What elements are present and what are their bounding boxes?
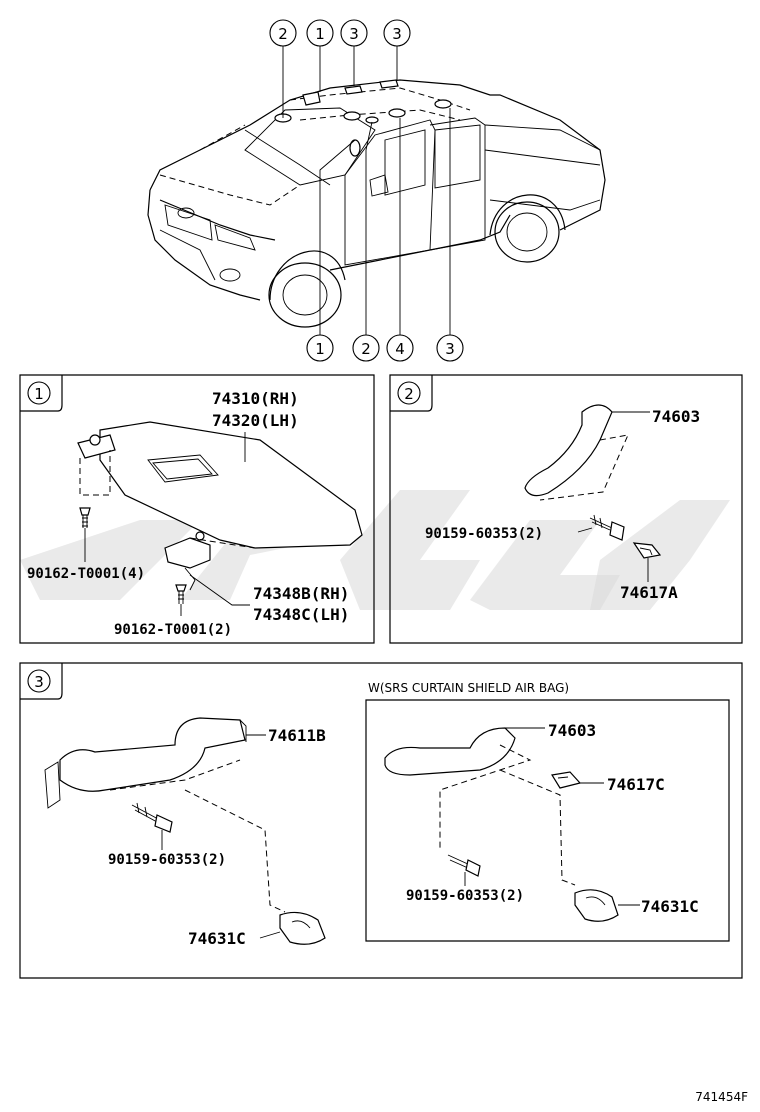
part-grip: 74603 bbox=[652, 407, 700, 426]
truck-callouts-top: 2 1 3 3 bbox=[269, 19, 411, 47]
callout-bottom-3: 4 bbox=[395, 340, 405, 358]
part-sub-screw: 90159-60353(2) bbox=[406, 888, 524, 904]
part-holder-rh: 74348B(RH) bbox=[253, 584, 349, 603]
callout-top-4: 3 bbox=[392, 25, 402, 43]
callout-bottom-2: 2 bbox=[361, 340, 371, 358]
part-sub-cap: 74617C bbox=[607, 775, 665, 794]
part-screw-b: 90162-T0001(2) bbox=[114, 622, 232, 638]
part-sub-clip: 74631C bbox=[641, 897, 699, 916]
panel-2-assist-grip: 2 74603 90159-60353(2) 74617A bbox=[389, 374, 743, 644]
part-visor-rh: 74310(RH) bbox=[212, 389, 299, 408]
sun-visor bbox=[99, 421, 363, 549]
callout-top-1: 2 bbox=[278, 25, 288, 43]
truck-illustration bbox=[147, 46, 606, 335]
screw-icon-2 bbox=[175, 584, 187, 604]
part-grip-3: 74611B bbox=[268, 726, 326, 745]
panel-3-index: 3 bbox=[34, 673, 44, 691]
part-visor-lh: 74320(LH) bbox=[212, 411, 299, 430]
panel-1-index: 1 bbox=[34, 385, 44, 403]
bolt-icon-sub bbox=[447, 854, 481, 877]
assist-grip bbox=[524, 404, 613, 497]
callout-bottom-1: 1 bbox=[315, 340, 325, 358]
screw-icon bbox=[79, 507, 91, 528]
part-sub-grip: 74603 bbox=[548, 721, 596, 740]
assist-grip-sub bbox=[384, 727, 516, 776]
callout-bottom-4: 3 bbox=[445, 340, 455, 358]
cap-icon bbox=[632, 542, 662, 559]
callout-top-3: 3 bbox=[349, 25, 359, 43]
clip-icon-sub bbox=[574, 889, 619, 922]
clip-icon bbox=[279, 911, 326, 945]
panel-3-assist-grip: 3 74611B 90159-60353(2) 74631C W(SRS CUR… bbox=[19, 662, 743, 979]
part-grip-screw-3: 90159-60353(2) bbox=[108, 852, 226, 868]
part-clip-3: 74631C bbox=[188, 929, 246, 948]
truck-callouts-bottom: 1 2 4 3 bbox=[306, 334, 464, 362]
bolt-icon bbox=[589, 514, 625, 541]
diagram-code: 741454F bbox=[695, 1090, 748, 1104]
sub-box-note: W(SRS CURTAIN SHIELD AIR BAG) bbox=[368, 681, 569, 695]
cap-icon-sub bbox=[551, 771, 582, 789]
part-holder-lh: 74348C(LH) bbox=[253, 605, 349, 624]
part-screw-a: 90162-T0001(4) bbox=[27, 566, 145, 582]
part-grip-screw: 90159-60353(2) bbox=[425, 526, 543, 542]
assist-grip-left bbox=[59, 717, 246, 792]
callout-top-2: 1 bbox=[315, 25, 325, 43]
panel-2-index: 2 bbox=[404, 385, 414, 403]
panel-1-sun-visor: 1 74310(RH) 74320(LH) 90162-T0001(4) 74 bbox=[19, 374, 375, 644]
bolt-icon-3 bbox=[131, 802, 173, 833]
part-grip-cap: 74617A bbox=[620, 583, 678, 602]
